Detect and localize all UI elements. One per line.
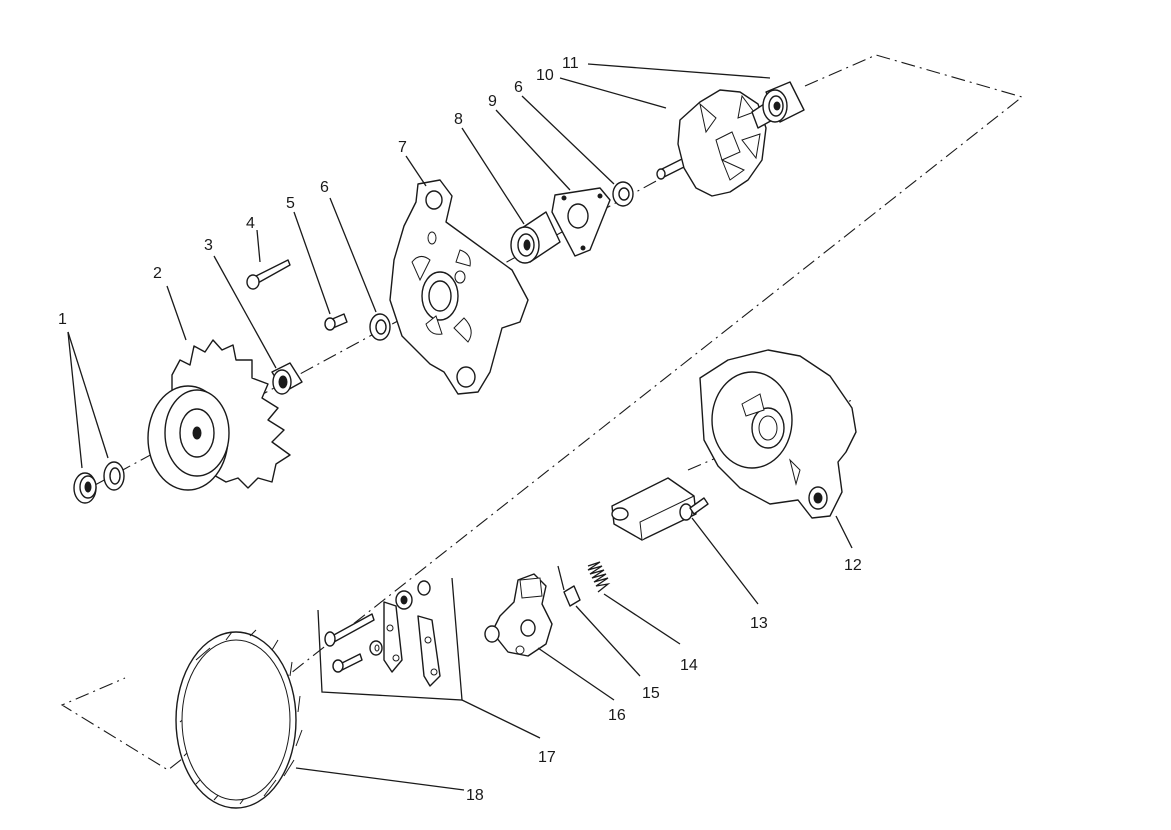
callout-5: 5	[286, 195, 295, 212]
callout-10: 10	[536, 67, 554, 84]
nut-part	[73, 472, 97, 504]
pulley-part	[147, 385, 230, 491]
callout-4: 4	[246, 215, 255, 232]
callout-14: 14	[680, 657, 698, 674]
lock-washer-part	[103, 461, 125, 491]
callout-13: 13	[750, 615, 768, 632]
callout-8: 8	[454, 111, 463, 128]
stator-part	[175, 629, 303, 809]
rear-housing-part	[699, 349, 857, 519]
retainer-plate-part	[551, 187, 611, 257]
callout-17: 17	[538, 749, 556, 766]
callout-6-front: 6	[320, 179, 329, 196]
leader-lines	[67, 63, 853, 791]
brush-part	[557, 565, 581, 607]
callout-6-rear: 6	[514, 79, 523, 96]
terminal-kit-part	[317, 577, 463, 701]
callout-7: 7	[398, 139, 407, 156]
rotor-part	[656, 89, 777, 197]
spring-part	[587, 561, 611, 593]
washer-rear-part	[612, 181, 634, 207]
callout-1: 1	[58, 311, 67, 328]
callout-12: 12	[844, 557, 862, 574]
callout-labels: 1 2 3 4 5 6 7 8 9 6 10 11 12 13 14 15 16…	[58, 55, 862, 804]
regulator-part	[611, 477, 709, 541]
washer-front-part	[369, 313, 391, 341]
callout-18: 18	[466, 787, 484, 804]
rear-bearing-part	[762, 81, 805, 123]
bearing-part	[510, 211, 561, 264]
callout-16: 16	[608, 707, 626, 724]
callout-3: 3	[204, 237, 213, 254]
callout-15: 15	[642, 685, 660, 702]
screw-part	[324, 313, 348, 331]
callout-11: 11	[562, 55, 579, 72]
spacer-part	[271, 362, 303, 395]
brush-holder-part	[484, 573, 553, 657]
bolt-part	[246, 259, 291, 290]
callout-2: 2	[153, 265, 162, 282]
callout-9: 9	[488, 93, 497, 110]
drive-end-housing-part	[389, 179, 529, 395]
